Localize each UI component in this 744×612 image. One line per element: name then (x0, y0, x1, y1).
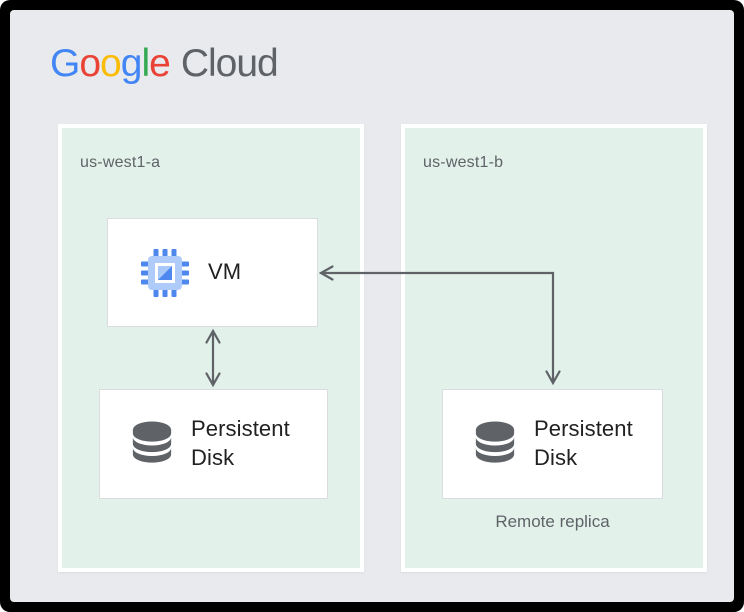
persistent-disk-a-label: Persistent Disk (191, 416, 290, 470)
vm-node: VM (107, 218, 318, 327)
logo-letter-o1: o (79, 42, 101, 85)
logo-letter-g2: g (120, 42, 143, 85)
vm-node-label: VM (208, 259, 242, 285)
compute-engine-icon (141, 248, 189, 297)
logo-letter-g: G (50, 42, 80, 85)
logo-letter-e: e (149, 42, 171, 85)
logo-letter-o2: o (100, 42, 122, 85)
zone-b-label: us-west1-b (423, 154, 504, 171)
remote-replica-caption: Remote replica (495, 512, 610, 531)
persistent-disk-node-b: Persistent Disk (442, 389, 663, 499)
database-icon (475, 421, 515, 463)
persistent-disk-b-label: Persistent Disk (534, 416, 633, 470)
zone-us-west1-a: us-west1-a (58, 124, 364, 572)
persistent-disk-node-a: Persistent Disk (99, 389, 328, 499)
zone-a-label: us-west1-a (80, 154, 161, 171)
zone-us-west1-b: us-west1-b Persistent Disk Remote replic… (401, 124, 707, 572)
database-icon (132, 421, 172, 463)
logo-wordmark-cloud: Cloud (180, 42, 279, 85)
logo-letter-l: l (141, 42, 150, 85)
